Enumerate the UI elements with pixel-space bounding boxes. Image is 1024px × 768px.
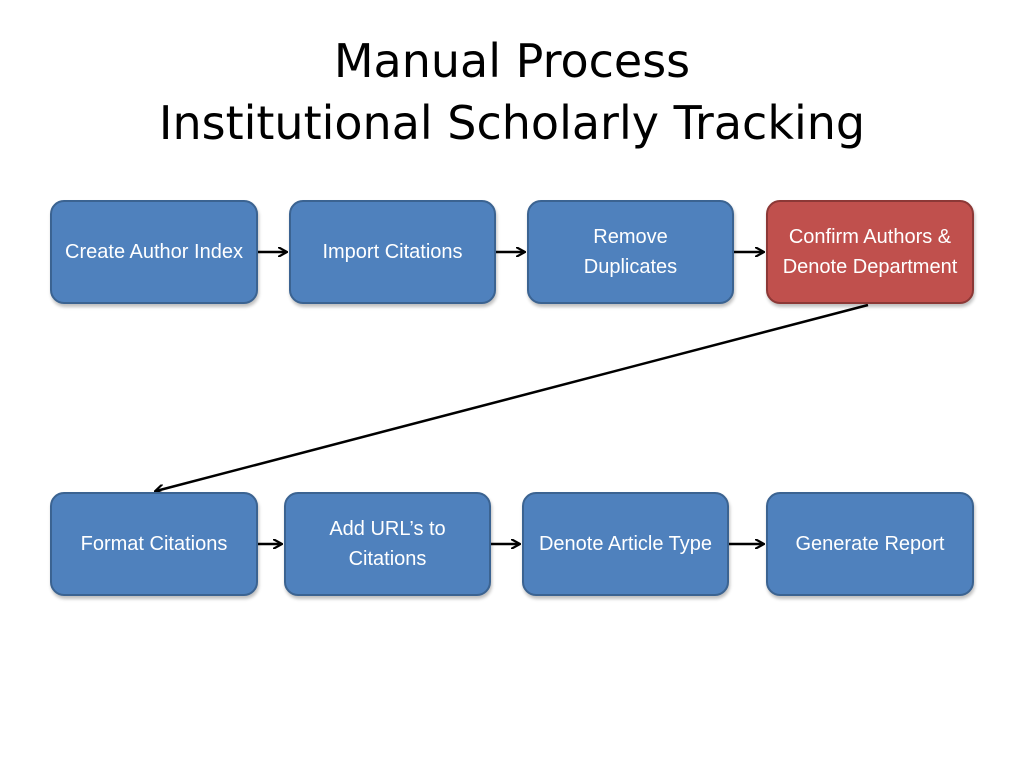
step-remove-duplicates: Remove Duplicates [527, 200, 734, 304]
arrow-4-to-5 [156, 303, 869, 491]
step-confirm-authors: Confirm Authors & Denote Department [766, 200, 974, 304]
step-denote-article-type: Denote Article Type [522, 492, 729, 596]
step-add-urls: Add URL’s to Citations [284, 492, 491, 596]
title-line-1: Manual Process [333, 34, 691, 88]
title-line-2: Institutional Scholarly Tracking [158, 96, 866, 150]
step-generate-report: Generate Report [766, 492, 974, 596]
step-format-citations: Format Citations [50, 492, 258, 596]
step-import-citations: Import Citations [289, 200, 496, 304]
slide-title: Manual Process Institutional Scholarly T… [0, 30, 1024, 154]
step-create-author-index: Create Author Index [50, 200, 258, 304]
